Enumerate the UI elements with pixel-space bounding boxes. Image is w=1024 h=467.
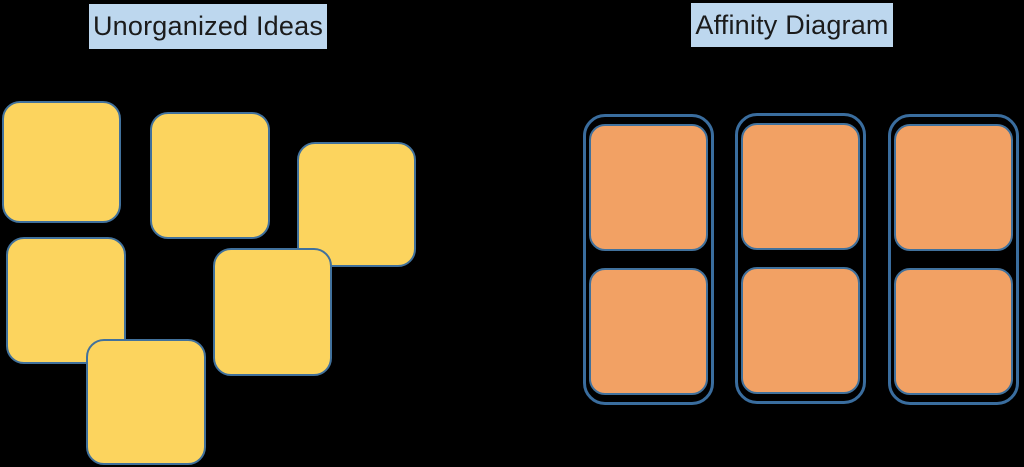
grouped-sticky-note — [589, 268, 708, 395]
unorganized-ideas-title: Unorganized Ideas — [89, 4, 327, 49]
affinity-group-container — [888, 114, 1019, 405]
grouped-sticky-note — [894, 268, 1013, 395]
affinity-group-container — [735, 113, 866, 404]
affinity-diagram-title: Affinity Diagram — [691, 3, 893, 47]
grouped-sticky-note — [741, 267, 860, 394]
affinity-group-container — [583, 114, 714, 405]
sticky-note — [213, 248, 332, 376]
grouped-sticky-note — [894, 124, 1013, 251]
sticky-note — [150, 112, 270, 239]
sticky-note — [297, 142, 416, 267]
grouped-sticky-note — [741, 123, 860, 250]
sticky-note — [86, 339, 206, 465]
grouped-sticky-note — [589, 124, 708, 251]
sticky-note — [2, 101, 121, 223]
